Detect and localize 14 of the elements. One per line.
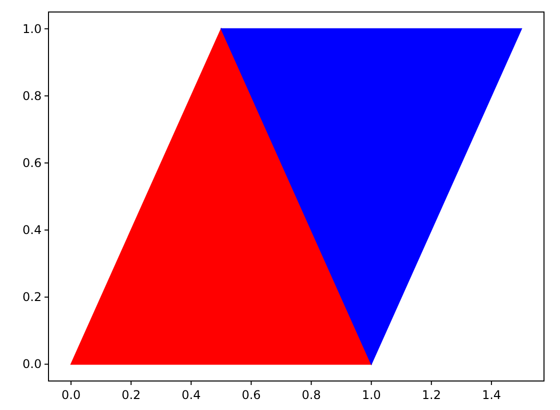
x-tick-label: 1.4: [482, 388, 502, 402]
x-tick-label: 1.0: [362, 388, 381, 402]
y-tick-label: 0.6: [22, 156, 42, 170]
x-tick-label: 0.2: [122, 388, 141, 402]
x-tick-label: 0.8: [302, 388, 321, 402]
y-tick-label: 1.0: [22, 22, 42, 36]
y-tick-label: 0.2: [22, 290, 42, 304]
y-tick-label: 0.0: [22, 357, 42, 372]
x-tick-label: 1.2: [422, 388, 441, 402]
y-tick-label: 0.4: [22, 223, 42, 238]
y-tick-label: 0.8: [22, 88, 42, 103]
x-tick-label: 0.4: [182, 388, 201, 402]
x-tick-label: 0.6: [242, 388, 261, 402]
x-tick-label: 0.0: [62, 388, 81, 402]
